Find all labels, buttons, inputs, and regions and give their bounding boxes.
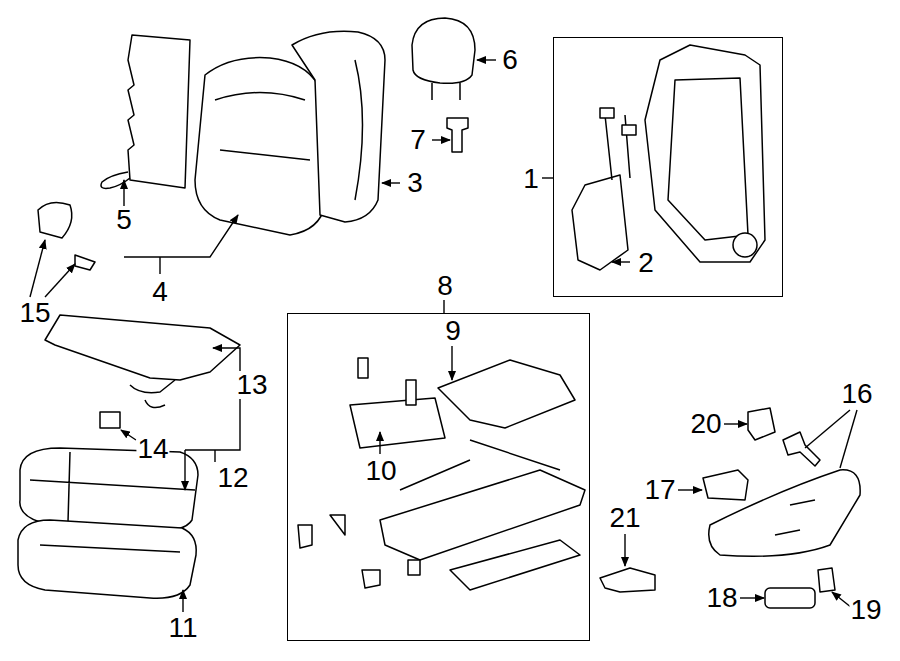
callout-number: 8	[436, 272, 454, 300]
callout-number: 13	[235, 371, 268, 399]
callout-number: 19	[849, 596, 882, 624]
callout-number: 14	[136, 435, 169, 463]
callout-number: 15	[18, 299, 51, 327]
callout-number: 6	[501, 46, 519, 74]
group-box: 8910	[287, 313, 590, 641]
callout-number: 18	[705, 584, 738, 612]
callout-number: 9	[444, 317, 462, 345]
callout-number: 2	[637, 249, 655, 277]
callout-number: 7	[409, 126, 427, 154]
callout-number: 20	[689, 410, 722, 438]
callout-number: 5	[115, 206, 133, 234]
callout-number: 12	[216, 464, 249, 492]
callout-number: 11	[167, 614, 198, 642]
callout-number: 16	[840, 380, 873, 408]
callout-number: 17	[643, 476, 676, 504]
callout-number: 21	[608, 504, 641, 532]
callout-number: 1	[522, 165, 540, 193]
callout-number: 4	[151, 278, 169, 306]
group-box: 12	[553, 37, 783, 297]
callout-number: 3	[406, 169, 424, 197]
callout-number: 10	[364, 457, 397, 485]
